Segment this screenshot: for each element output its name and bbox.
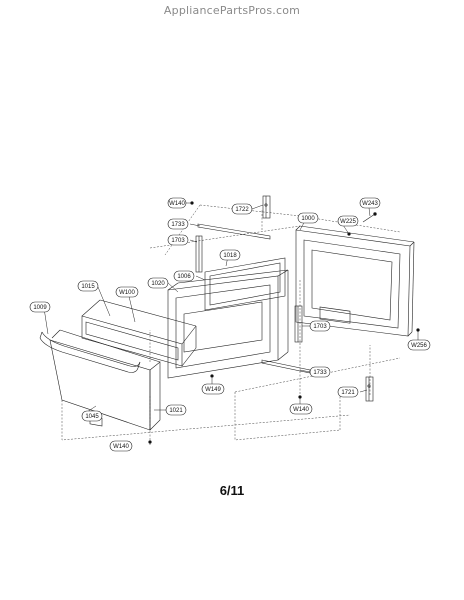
callout-label: W256 [411,343,427,349]
callout-label: 1733 [171,222,185,228]
callout-label: 1722 [235,207,249,213]
callout-label: 1721 [341,390,355,396]
handle-1009 [39,331,141,373]
callout-w149: W149 [201,383,225,395]
callout-w140-mid: W140 [289,403,313,415]
callout-1006: 1006 [173,270,195,282]
callout-1020: 1020 [147,277,169,289]
callout-label: 1015 [81,284,95,290]
callout-label: 1045 [85,414,99,420]
glass-panel-1018 [204,257,286,311]
callout-1703-left: 1703 [167,234,189,246]
callout-label: 1018 [223,253,237,259]
callout-1721: 1721 [337,386,359,398]
callout-label: 1703 [313,324,327,330]
callout-label: W149 [205,387,221,393]
callout-w100: W100 [115,286,139,298]
callout-label: 1733 [313,370,327,376]
callout-w140-top: W140 [167,197,187,209]
side-strip-1703-right [294,305,303,343]
top-trim-1733 [197,223,271,240]
page-number: 6/11 [219,483,245,498]
callout-label: W243 [362,201,378,207]
callout-1703-right: 1703 [309,320,331,332]
callout-label: 1000 [301,216,315,222]
callout-1000: 1000 [297,212,319,224]
outer-door-1021 [49,329,161,431]
callout-label: W140 [113,444,129,450]
screw-markers [148,201,420,444]
callout-labels: W140 1722 1000 W243 W225 1733 1703 1018 [29,197,431,452]
callout-1045: 1045 [81,410,103,422]
inner-frame-1020 [167,269,289,379]
callout-label: W140 [293,407,309,413]
hinge-1721 [365,376,374,402]
callout-label: 1020 [151,281,165,287]
callout-1021: 1021 [165,404,187,416]
callout-label: W225 [340,219,356,225]
callout-label: 1009 [33,305,47,311]
callout-w243: W243 [359,197,381,209]
callout-label: 1021 [169,408,183,414]
callout-label: 1006 [177,274,191,280]
hinge-1722 [262,195,271,219]
callout-1015: 1015 [77,280,99,292]
back-panel-1000 [295,225,415,337]
watermark-text: AppliancePartsPros.com [163,4,301,17]
callout-w140-bottom: W140 [109,440,133,452]
callout-1733-top: 1733 [167,218,189,230]
screw-w243 [362,212,377,223]
callout-1733-bottom: 1733 [309,366,331,378]
callout-w256: W256 [407,339,431,351]
bottom-trim-1733 [261,359,311,374]
callout-label: W100 [119,290,135,296]
control-trim-1015 [81,299,197,367]
callout-1009: 1009 [29,301,51,313]
side-strip-1703-left [195,235,203,273]
assembly-guide-lines [61,204,401,441]
callout-1722: 1722 [231,203,253,215]
callout-label: W140 [169,201,185,207]
callout-w225: W225 [337,215,359,227]
callout-1018: 1018 [219,249,241,261]
callout-label: 1703 [171,238,185,244]
